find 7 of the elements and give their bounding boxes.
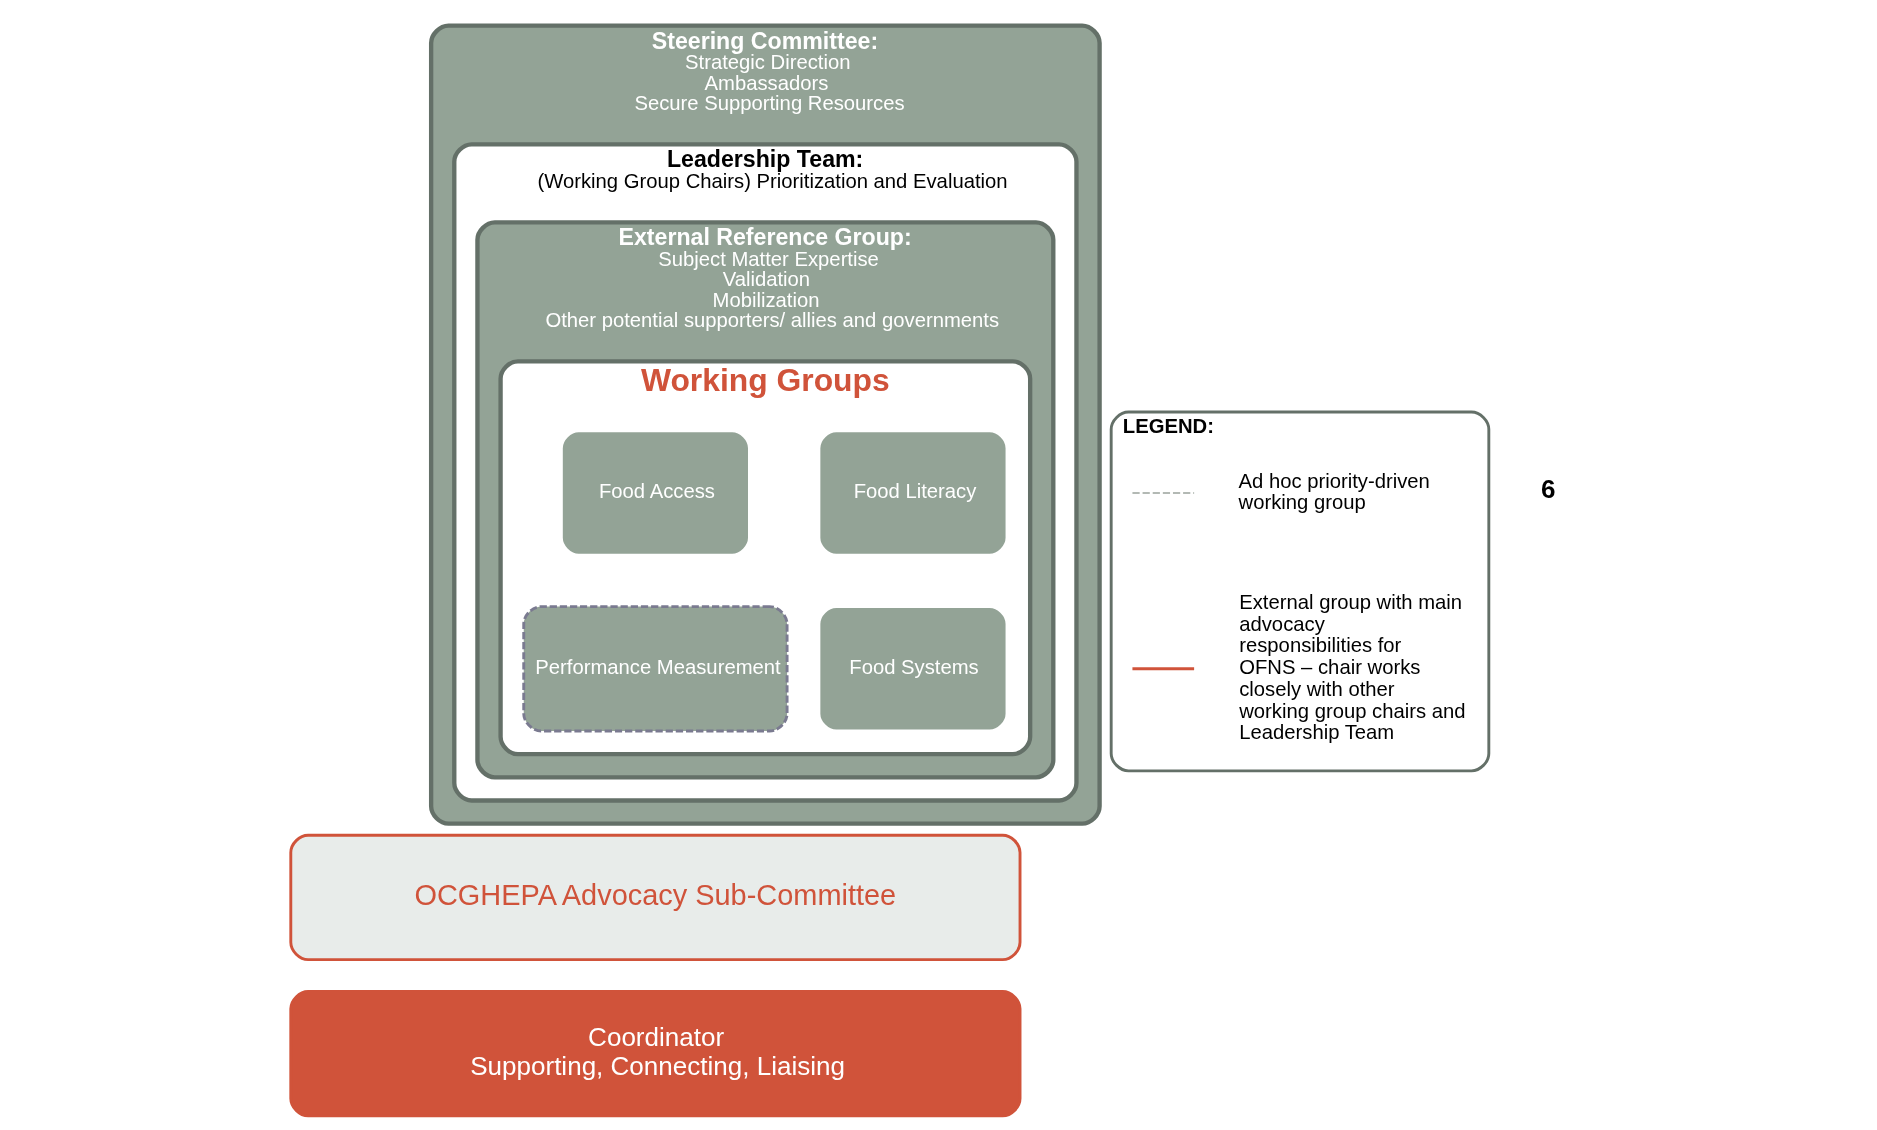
node-box: Food Access	[559, 429, 751, 557]
legend-label: External group with main advocacy responsibilities for OFNS – chair works closely with other working group chairs and Leadership Team	[1238, 591, 1465, 744]
node-box: Performance Measurement	[521, 605, 789, 733]
legend-label: Ad hoc priority-driven working group	[1238, 469, 1430, 514]
node-box: Coordinator Supporting, Connecting, Liaising	[288, 990, 1021, 1118]
label: 6	[1540, 473, 1555, 504]
node-box: OCGHEPA Advocacy Sub-Committee	[288, 833, 1021, 962]
